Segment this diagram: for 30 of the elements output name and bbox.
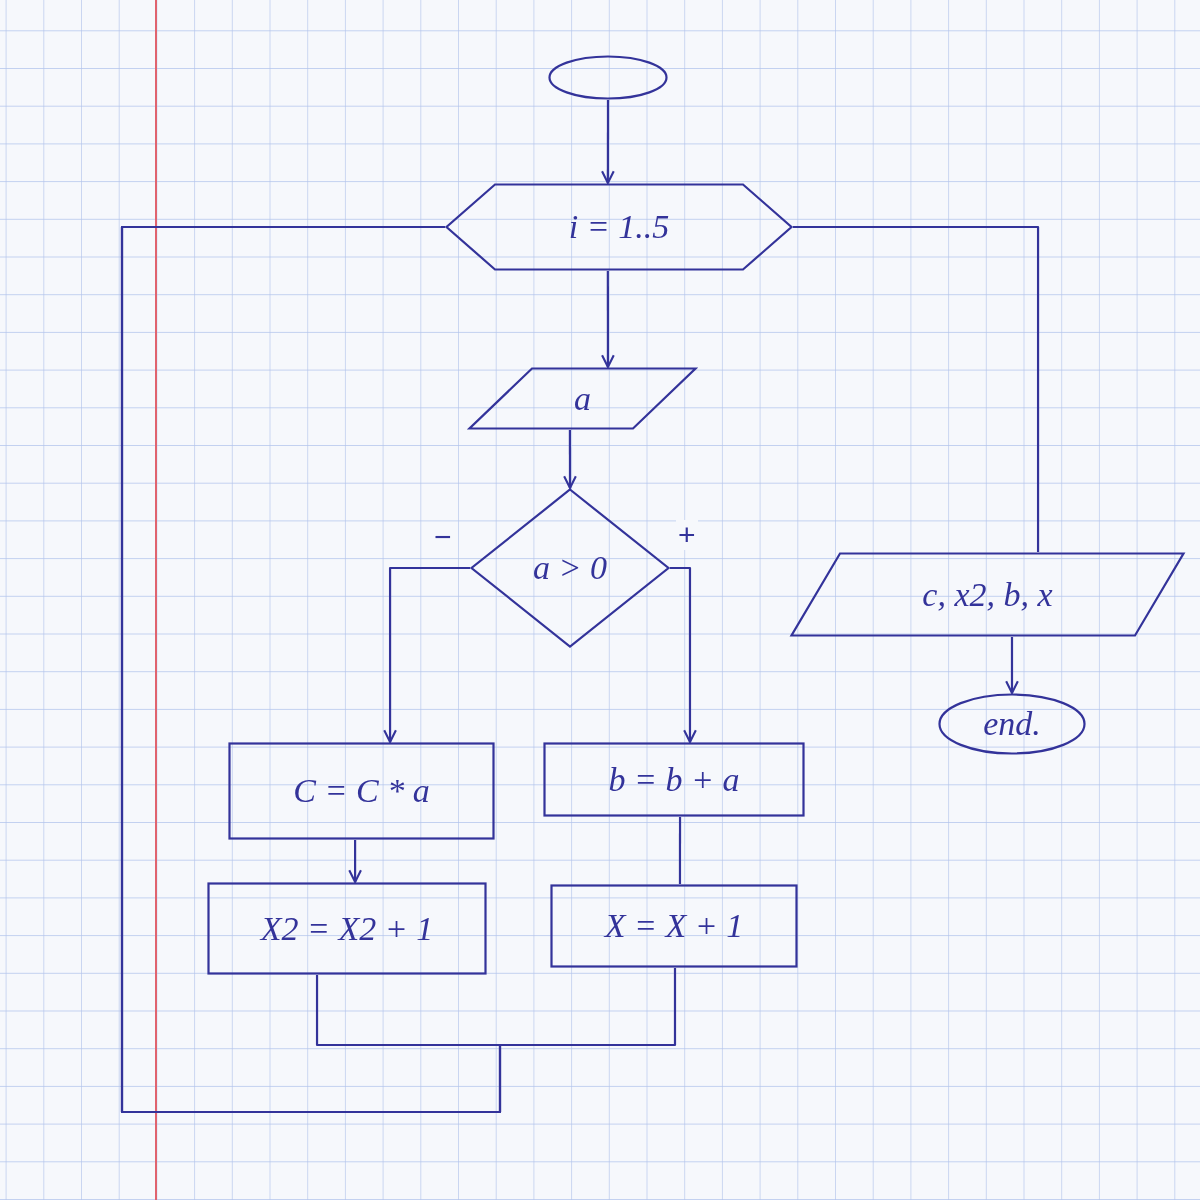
loop-hexagon bbox=[445, 183, 793, 271]
assignment-text: X2 = X2 + 1 bbox=[260, 909, 434, 948]
process-box bbox=[550, 884, 798, 968]
connector-line bbox=[793, 225, 1040, 552]
output-variables-text: c, x2, b, x bbox=[922, 575, 1053, 614]
assignment-text: X = X + 1 bbox=[604, 907, 744, 945]
process-box bbox=[228, 742, 495, 840]
arrow bbox=[563, 430, 577, 490]
connector-line bbox=[120, 225, 677, 1114]
output-parallelogram bbox=[790, 552, 1185, 637]
assignment-text: b = b + a bbox=[608, 760, 740, 799]
input-parallelogram bbox=[468, 367, 697, 430]
connector-line bbox=[678, 817, 682, 884]
arrow bbox=[348, 840, 362, 884]
edge-label: + bbox=[676, 520, 698, 550]
assignment-text: C = C * a bbox=[293, 772, 430, 810]
arrow bbox=[601, 271, 615, 369]
arrow bbox=[601, 100, 615, 185]
process-box bbox=[543, 742, 805, 817]
arrow bbox=[1005, 637, 1019, 695]
loop-range-text: i = 1..5 bbox=[568, 208, 670, 246]
arrow bbox=[383, 566, 470, 744]
decision-diamond bbox=[470, 488, 670, 648]
start-terminal-oval bbox=[548, 55, 668, 100]
arrow bbox=[670, 566, 697, 744]
condition-text: a > 0 bbox=[533, 549, 607, 587]
terminal-text: end. bbox=[983, 705, 1041, 743]
end-terminal-oval bbox=[938, 693, 1086, 755]
process-box bbox=[207, 882, 487, 975]
input-variable-text: a bbox=[574, 379, 591, 418]
